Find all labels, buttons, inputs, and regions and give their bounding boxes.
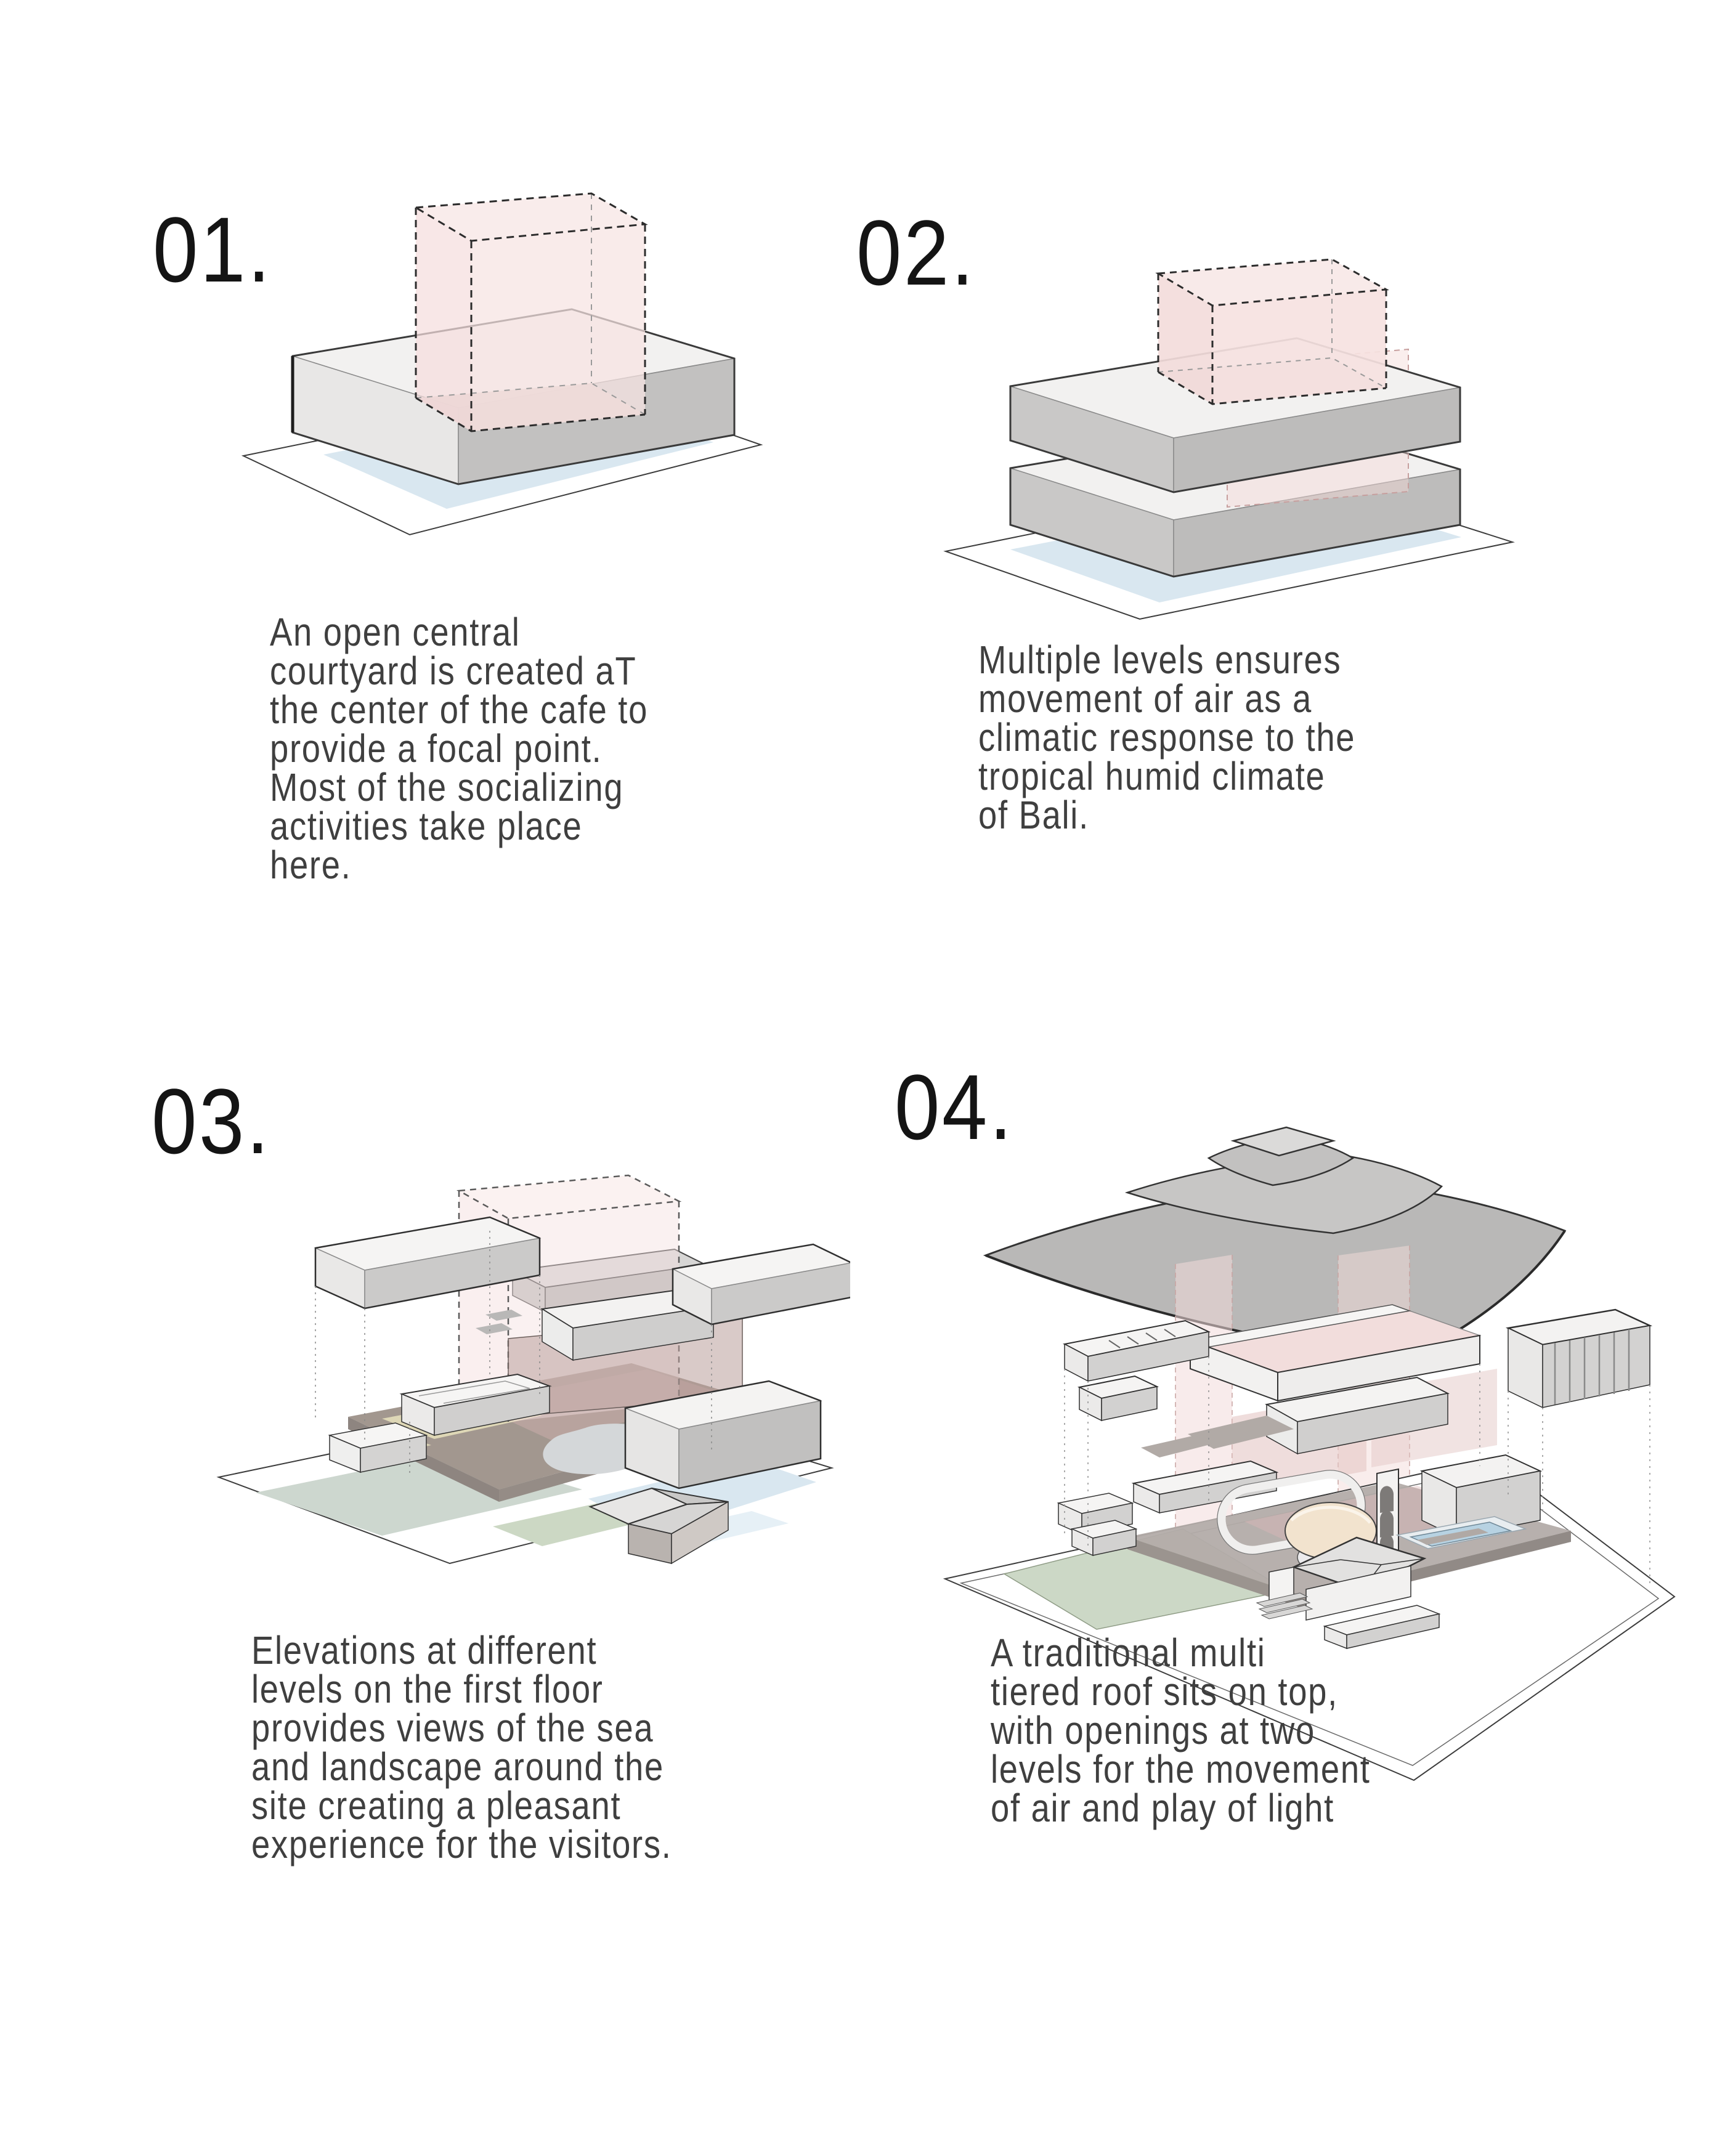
step-04-diagram-tiered-roof — [943, 1126, 1676, 1781]
step-01-description: An open central courtyard is created aT … — [270, 610, 649, 887]
ground-back-bar — [1131, 1460, 1279, 1514]
step-03-description: Elevations at different levels on the fi… — [251, 1628, 672, 1866]
upper-walkway — [1141, 1416, 1294, 1457]
step-03-diagram-exploded-elevations — [216, 1174, 850, 1565]
projection-lines — [1064, 1356, 1650, 1583]
ground-right-volume — [1419, 1454, 1543, 1538]
upper-right-louver-volume — [1505, 1308, 1653, 1409]
upper-left-gallery-bar — [1063, 1319, 1211, 1382]
step-02-description: Multiple levels ensures movement of air … — [978, 638, 1356, 837]
courtyard-void-box — [1155, 258, 1389, 405]
step-01-number: 01. — [153, 198, 273, 301]
step-04-number: 04. — [895, 1055, 1015, 1159]
projection-lines — [315, 1231, 712, 1477]
entry-steps — [1256, 1592, 1313, 1619]
courtyard-void-box — [413, 192, 648, 432]
rear-floating-bar — [510, 1248, 708, 1313]
ground-box-small — [328, 1422, 428, 1473]
front-low-bar — [1323, 1605, 1441, 1650]
right-floating-bar — [671, 1243, 850, 1326]
ground-left-boxes — [1057, 1493, 1138, 1557]
right-ground-volume — [623, 1380, 822, 1489]
lap-pool — [1395, 1516, 1527, 1549]
step-02-number: 02. — [856, 201, 976, 304]
upper-left-small-box — [1077, 1375, 1159, 1422]
ground-bar-long — [399, 1373, 552, 1437]
hip-roof-pavilion — [588, 1487, 729, 1565]
step-04-description: A traditional multi tiered roof sits on … — [991, 1631, 1371, 1830]
step-01-diagram-courtyard-void-massing — [241, 192, 763, 536]
upper-floor-courtyard-ring — [1188, 1304, 1482, 1402]
step-02-diagram-stacked-levels — [943, 258, 1515, 620]
small-step-plates — [476, 1310, 522, 1334]
step-03-number: 03. — [152, 1069, 272, 1173]
